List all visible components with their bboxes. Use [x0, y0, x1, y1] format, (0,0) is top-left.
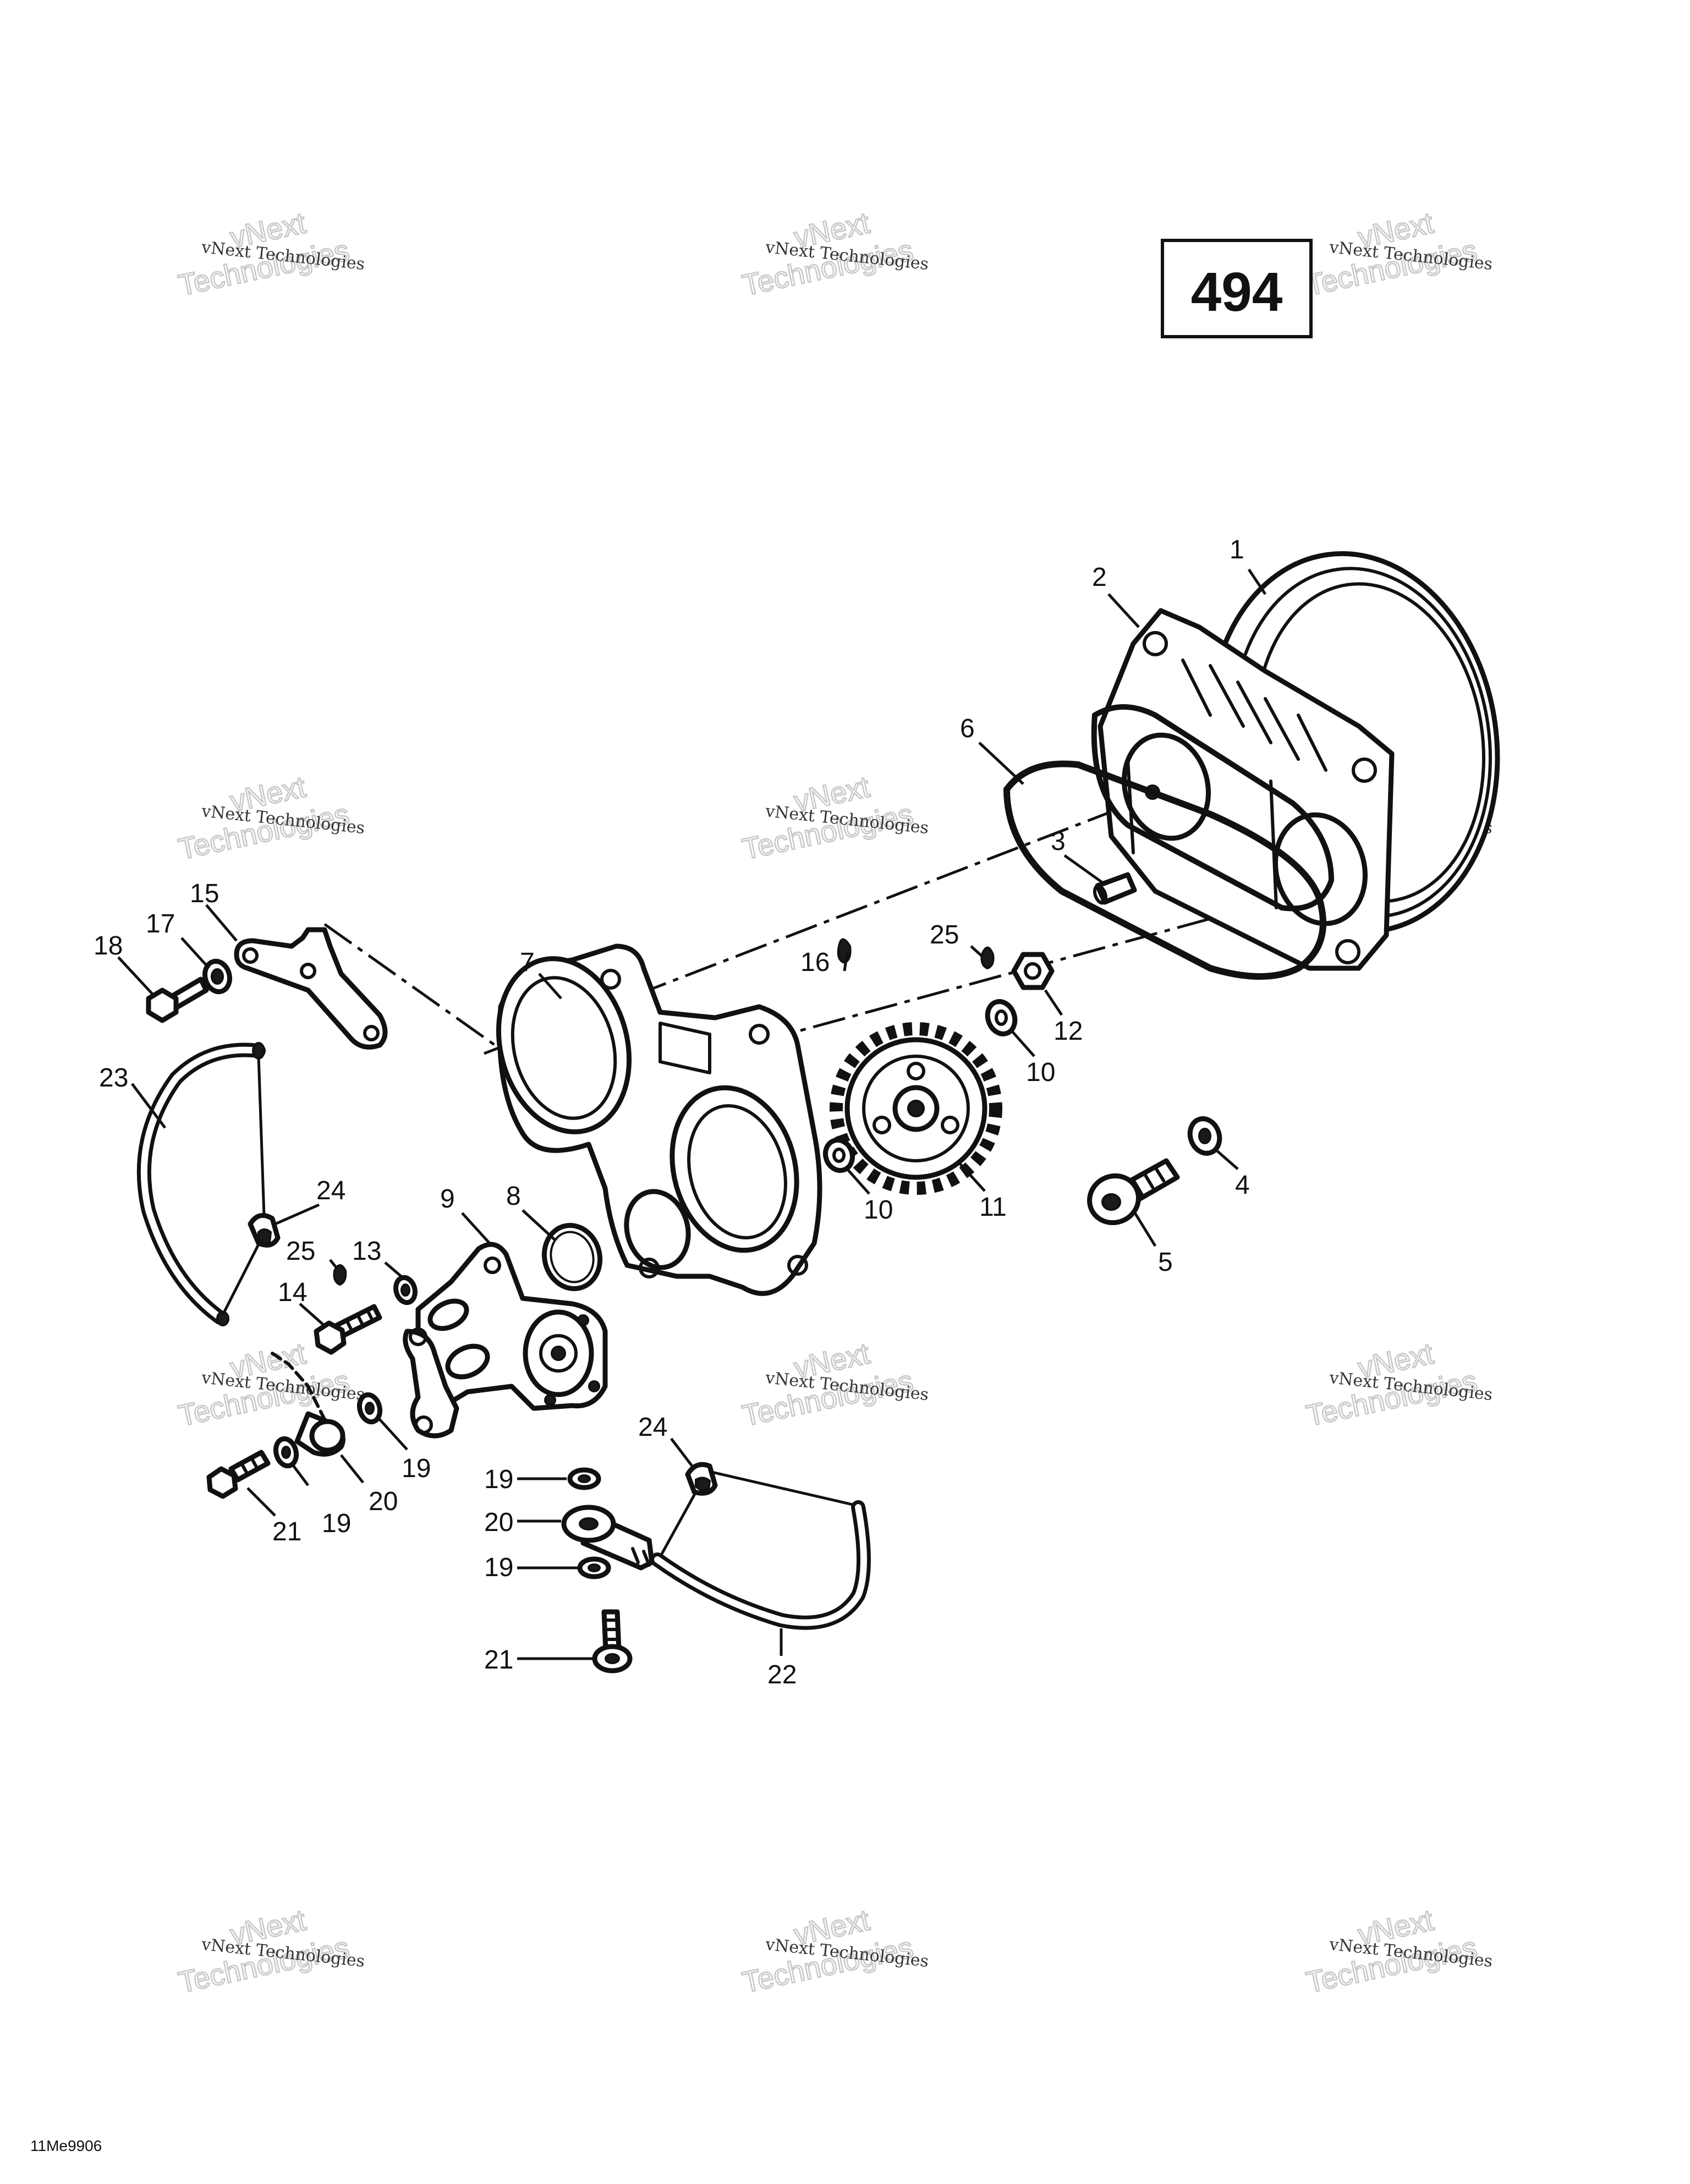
callout-19-center-a: 19: [484, 1465, 513, 1494]
callout-22: 22: [767, 1660, 797, 1689]
callout-24-lower: 24: [638, 1413, 667, 1442]
part-14-screw: [314, 1304, 382, 1355]
part-16-woodruff-key: [837, 938, 852, 964]
callout-20-center: 20: [484, 1508, 513, 1537]
part-10-washer-upper: [985, 999, 1018, 1036]
callout-11: 11: [979, 1193, 1007, 1222]
callout-1: 1: [1230, 535, 1244, 564]
callout-7: 7: [520, 948, 535, 977]
part-3-dowel-pin: [1093, 872, 1137, 905]
part-25-key-upper: [980, 946, 995, 970]
callout-6: 6: [960, 714, 975, 743]
part-21-banjo-bolt-center: [592, 1609, 633, 1673]
callout-9: 9: [440, 1184, 455, 1214]
leader-lines: [117, 568, 1267, 1660]
part-19-washer-center-upper: [567, 1467, 601, 1490]
callout-25-upper: 25: [930, 920, 959, 950]
page-reference-box: 494: [1161, 239, 1313, 338]
part-6-gasket-oring: [1003, 704, 1335, 980]
callout-18: 18: [94, 931, 123, 961]
connection-lines: [221, 1056, 853, 1558]
part-25-key-left: [333, 1264, 347, 1286]
part-13-washer: [393, 1275, 418, 1305]
part-20-banjo-fitting-center: [561, 1505, 655, 1571]
part-22-oil-line: [650, 1500, 871, 1630]
part-20-banjo-fitting-left: [271, 1352, 345, 1457]
callout-19-left-b: 19: [322, 1509, 351, 1538]
part-17-lock-washer: [202, 958, 232, 995]
page-reference-number: 494: [1191, 261, 1283, 323]
center-line-bracket: [323, 923, 496, 1047]
callout-13: 13: [352, 1237, 381, 1266]
part-19-washer-center-lower: [577, 1556, 611, 1579]
callout-21-center: 21: [484, 1645, 513, 1675]
callout-8: 8: [506, 1182, 521, 1211]
callout-19-center-b: 19: [484, 1553, 513, 1582]
callout-25-left: 25: [286, 1237, 315, 1266]
callout-10-upper: 10: [1026, 1058, 1055, 1087]
part-19-washer-left-upper: [356, 1392, 383, 1425]
callout-2: 2: [1092, 563, 1107, 592]
drawing-code: 11Me9906: [30, 2137, 102, 2154]
callout-4: 4: [1235, 1171, 1250, 1200]
part-12-nut: [1011, 952, 1055, 990]
part-4-washer: [1187, 1116, 1222, 1156]
callout-3: 3: [1051, 827, 1066, 856]
part-21-banjo-bolt-left: [206, 1450, 271, 1499]
callout-23: 23: [99, 1063, 128, 1093]
part-7-pump-housing: [496, 943, 822, 1296]
callout-19-left-a: 19: [402, 1454, 431, 1483]
part-11-drive-gear: [830, 1022, 1002, 1195]
part-15-bracket: [234, 927, 388, 1050]
callout-17: 17: [146, 909, 175, 939]
callout-5: 5: [1158, 1248, 1173, 1277]
callout-12: 12: [1053, 1017, 1083, 1046]
callout-14: 14: [278, 1278, 307, 1307]
callout-16: 16: [800, 948, 830, 977]
part-8-oring: [541, 1223, 603, 1291]
part-10-washer-lower: [822, 1137, 855, 1173]
part-24-clamp-lower: [685, 1462, 718, 1496]
part-18-hex-bolt: [146, 976, 209, 1023]
callout-15: 15: [190, 879, 219, 908]
callout-20-left: 20: [369, 1487, 398, 1516]
part-9-oil-pump: [403, 1242, 608, 1439]
callout-21-left: 21: [272, 1517, 301, 1546]
callout-10-lower: 10: [864, 1195, 893, 1225]
part-23-oil-line: [136, 1042, 266, 1326]
part-19-washer-left-lower: [273, 1436, 299, 1469]
callout-labels: 1 2 3 4 5 6 7 8 9 10 10 11 12 13 14 15 1…: [94, 535, 1250, 1689]
callout-24-left: 24: [316, 1176, 345, 1205]
part-5-socket-bolt: [1087, 1158, 1180, 1226]
part-24-clamp-left: [248, 1212, 281, 1248]
page-reference-border: [1161, 239, 1313, 338]
